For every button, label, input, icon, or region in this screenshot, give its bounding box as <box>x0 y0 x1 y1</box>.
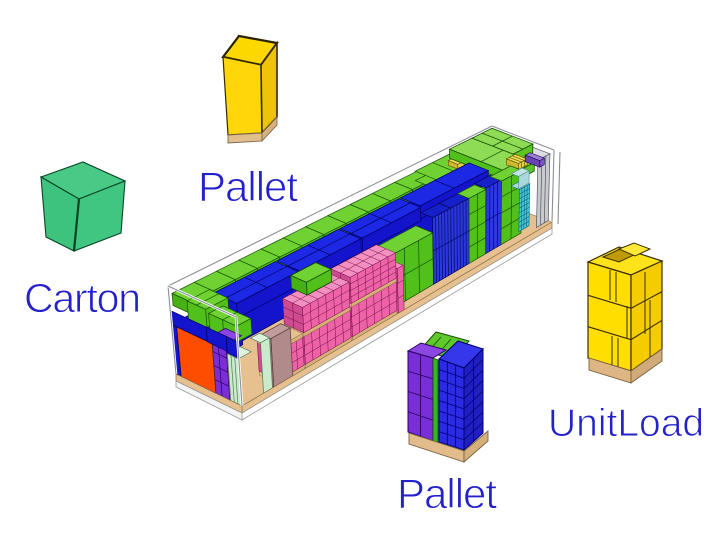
svg-text:UnitLoad: UnitLoad <box>548 402 704 445</box>
svg-text:Pallet: Pallet <box>397 470 497 517</box>
svg-text:Carton: Carton <box>24 275 140 321</box>
svg-text:Pallet: Pallet <box>198 163 298 210</box>
